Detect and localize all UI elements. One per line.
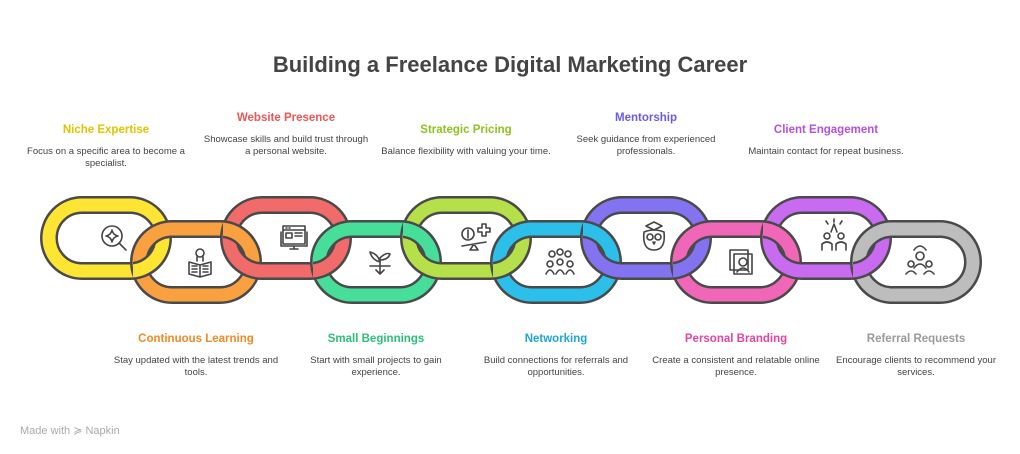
- step-description: Encourage clients to recommend your serv…: [836, 355, 996, 378]
- people-network-icon: [545, 248, 575, 275]
- reading-person-icon: [188, 248, 212, 278]
- sprout-icon: [369, 251, 391, 275]
- step-description: Seek guidance from experienced professio…: [576, 134, 716, 157]
- step-description: Stay updated with the latest trends and …: [113, 355, 279, 378]
- pricing-scale-icon: [461, 223, 491, 251]
- step-title: Small Beginnings: [327, 333, 425, 345]
- website-monitor-icon: [280, 225, 308, 250]
- step-description: Showcase skills and build trust through …: [203, 134, 369, 157]
- step-description: Focus on a specific area to become a spe…: [27, 146, 185, 169]
- step-description: Balance flexibility with valuing your ti…: [381, 146, 551, 157]
- owl-graduate-icon: [642, 221, 666, 251]
- step-title: Strategic Pricing: [420, 124, 512, 136]
- referral-group-icon: [905, 245, 935, 275]
- step-title: Networking: [524, 333, 588, 345]
- step-title: Niche Expertise: [62, 124, 150, 136]
- napkin-watermark: Made with ≽ Napkin: [20, 425, 120, 437]
- step-description: Build connections for referrals and oppo…: [483, 355, 629, 378]
- step-title: Client Engagement: [773, 124, 879, 136]
- page-title: Building a Freelance Digital Marketing C…: [272, 52, 748, 77]
- step-title: Website Presence: [236, 112, 336, 124]
- step-description: Start with small projects to gain experi…: [310, 355, 442, 378]
- step-title: Personal Branding: [684, 333, 788, 345]
- step-description: Maintain contact for repeat business.: [748, 146, 904, 157]
- high-five-icon: [821, 218, 847, 251]
- search-sparkle-icon: [101, 225, 127, 251]
- step-title: Mentorship: [615, 112, 677, 124]
- profile-card-icon: [729, 249, 753, 275]
- step-title: Referral Requests: [866, 333, 966, 345]
- step-description: Create a consistent and relatable online…: [652, 355, 820, 378]
- step-title: Continuous Learning: [138, 333, 254, 345]
